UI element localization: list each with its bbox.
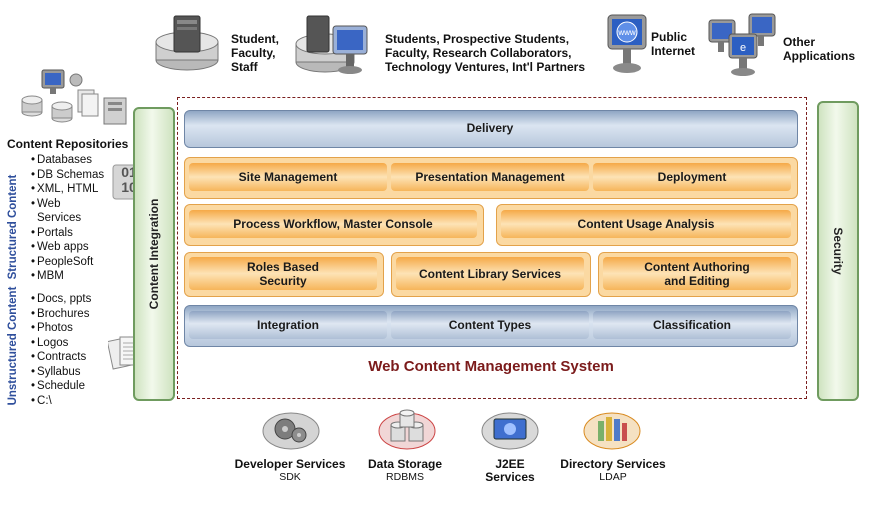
binary-data-glyph: 01 10	[121, 164, 137, 195]
directory-services-sub: LDAP	[599, 471, 627, 483]
site-management-cell: Site Management	[189, 163, 387, 191]
content-types-cell: Content Types	[391, 311, 589, 339]
content-integration-pillar: Content Integration	[133, 107, 175, 401]
content-authoring-cell: Content Authoring and Editing	[603, 257, 791, 290]
users1-label: Student, Faculty, Staff	[231, 32, 279, 74]
public-internet-icon: www	[605, 12, 649, 76]
classification-cell: Classification	[593, 311, 791, 339]
unstructured-item: Brochures	[31, 307, 91, 322]
developer-services-icon	[261, 407, 321, 451]
student-server-icon	[152, 12, 222, 74]
content-repositories-title: Content Repositories	[7, 137, 129, 151]
wcms-title: Web Content Management System	[368, 358, 614, 375]
unstructured-item: Contracts	[31, 350, 91, 365]
delivery-cell: Delivery	[466, 121, 514, 135]
roles-based-security-cell: Roles Based Security	[189, 257, 377, 290]
process-workflow-cell: Process Workflow, Master Console	[189, 210, 477, 238]
developer-services-title: Developer Services	[234, 457, 346, 471]
content-library-services-cell: Content Library Services	[396, 257, 584, 290]
unstructured-content-label: Unstructured Content	[7, 286, 19, 406]
unstructured-item: Logos	[31, 336, 91, 351]
integration-cell: Integration	[189, 311, 387, 339]
other-applications-icon: e	[705, 10, 779, 80]
security-label: Security	[831, 227, 845, 275]
data-storage-title: Data Storage	[367, 457, 443, 471]
users2-label: Students, Prospective Students, Faculty,…	[385, 32, 586, 74]
structured-content-list: DatabasesDB SchemasXML, HTMLWebServicesP…	[31, 153, 104, 284]
research-server-icon	[293, 12, 373, 78]
svg-text:e: e	[740, 42, 746, 54]
delivery-bar	[184, 110, 798, 148]
public-internet-label: Public Internet	[651, 30, 696, 58]
data-storage-label: Data Storage RDBMS	[335, 457, 475, 484]
structured-item: Web	[31, 197, 104, 212]
developer-services-label: Developer Services SDK	[220, 457, 360, 484]
structured-item: Portals	[31, 226, 104, 241]
structured-item: MBM	[31, 269, 104, 284]
structured-item: Web apps	[31, 240, 104, 255]
content-repositories-icon	[20, 68, 132, 130]
directory-services-title: Directory Services	[560, 457, 666, 471]
unstructured-content-list: Docs, pptsBrochuresPhotosLogosContractsS…	[31, 292, 91, 408]
j2ee-services-icon	[480, 407, 540, 451]
j2ee-services-title: J2EE Services	[485, 457, 535, 484]
structured-item: Databases	[31, 153, 104, 168]
structured-item: PeopleSoft	[31, 255, 104, 270]
unstructured-item: Schedule	[31, 379, 91, 394]
structured-item: Services	[37, 212, 82, 224]
content-integration-label: Content Integration	[147, 198, 161, 310]
unstructured-item: Syllabus	[31, 365, 91, 380]
directory-services-icon	[582, 407, 642, 451]
content-usage-analysis-cell: Content Usage Analysis	[501, 210, 791, 238]
wcms-frame	[177, 97, 807, 399]
unstructured-item: C:\	[31, 394, 91, 409]
developer-services-sub: SDK	[279, 471, 301, 483]
other-applications-label: Other Applications	[783, 35, 856, 63]
structured-content-label: Structured Content	[7, 174, 19, 280]
unstructured-item: Docs, ppts	[31, 292, 91, 307]
directory-services-label: Directory Services LDAP	[543, 457, 683, 484]
structured-item: XML, HTML	[31, 182, 104, 197]
security-pillar: Security	[817, 101, 859, 401]
deployment-cell: Deployment	[593, 163, 791, 191]
data-storage-sub: RDBMS	[386, 471, 424, 483]
unstructured-item: Photos	[31, 321, 91, 336]
data-storage-icon	[377, 407, 437, 451]
structured-item: DB Schemas	[31, 168, 104, 183]
presentation-management-cell: Presentation Management	[391, 163, 589, 191]
svg-text:www: www	[617, 28, 636, 37]
j2ee-services-label: J2EE Services	[440, 458, 580, 484]
